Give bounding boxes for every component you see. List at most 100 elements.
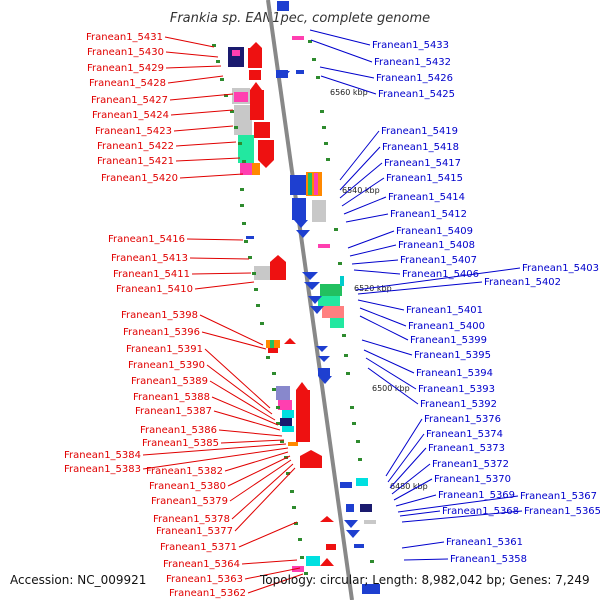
right-gene-label: Franean1_5401 [406, 305, 483, 316]
left-leader-lines [142, 36, 304, 594]
right-leader-line [359, 315, 409, 341]
left-gene-label: Franean1_5379 [151, 496, 228, 507]
right-leader-line [309, 29, 371, 46]
left-gene-label: Franean1_5363 [166, 574, 243, 585]
right-gene-label: Franean1_5368 [442, 506, 519, 517]
right-gene-label: Franean1_5407 [400, 255, 477, 266]
right-leader-line [357, 281, 483, 295]
left-gene-label: Franean1_5364 [163, 559, 240, 570]
right-leader-line [387, 433, 425, 483]
right-gene-label: Franean1_5361 [446, 537, 523, 548]
right-gene-label: Franean1_5412 [390, 209, 467, 220]
left-leader-line [220, 439, 285, 444]
left-gene-label: Franean1_5382 [146, 466, 223, 477]
right-leader-line [385, 418, 423, 477]
left-gene-label: Franean1_5410 [116, 284, 193, 295]
left-gene-label: Franean1_5416 [108, 234, 185, 245]
right-gene-label: Franean1_5374 [426, 429, 503, 440]
right-gene-label: Franean1_5408 [398, 240, 475, 251]
left-gene-label: Franean1_5378 [153, 514, 230, 525]
left-leader-line [175, 157, 241, 162]
left-leader-line [142, 443, 287, 456]
right-leader-line [399, 510, 441, 517]
right-gene-label: Franean1_5415 [386, 173, 463, 184]
left-leader-line [164, 36, 215, 48]
right-leader-line [341, 177, 385, 207]
right-gene-label: Franean1_5372 [432, 459, 509, 470]
scale-mark-label: 6520 kbp [354, 284, 392, 293]
right-gene-label: Franean1_5369 [438, 490, 515, 501]
right-gene-label: Franean1_5400 [408, 321, 485, 332]
left-leader-line [224, 451, 289, 472]
topology-text: Topology: circular; Length: 8,982,042 bp… [260, 573, 590, 587]
left-leader-line [213, 410, 281, 431]
left-gene-label: Franean1_5427 [91, 95, 168, 106]
left-leader-line [142, 447, 289, 470]
left-gene-label: Franean1_5424 [92, 110, 169, 121]
left-leader-line [167, 75, 224, 84]
scale-mark-bg [340, 185, 384, 195]
left-leader-line [191, 272, 252, 275]
left-gene-label: Franean1_5420 [101, 173, 178, 184]
right-leader-line [347, 230, 395, 249]
scale-mark-bg [388, 481, 432, 491]
left-gene-label: Franean1_5423 [95, 126, 172, 137]
left-leader-line [186, 238, 244, 241]
left-gene-label: Franean1_5396 [123, 327, 200, 338]
right-gene-label: Franean1_5394 [416, 368, 493, 379]
left-gene-label: Franean1_5380 [149, 481, 226, 492]
left-gene-label: Franean1_5362 [169, 588, 246, 599]
right-gene-label: Franean1_5393 [418, 384, 495, 395]
left-leader-line [199, 314, 264, 346]
right-gene-labels: Franean1_5433Franean1_5432Franean1_5426F… [372, 40, 600, 565]
right-leader-line [401, 541, 445, 549]
right-gene-label: Franean1_5402 [484, 277, 561, 288]
right-gene-label: Franean1_5403 [522, 263, 599, 274]
scale-mark-bg [370, 383, 414, 393]
left-leader-line [206, 364, 273, 415]
right-leader-line [339, 162, 383, 199]
left-gene-label: Franean1_5384 [64, 450, 141, 461]
right-leader-line [401, 510, 523, 523]
right-leader-line [357, 299, 405, 311]
left-gene-label: Franean1_5431 [86, 32, 163, 43]
right-leader-line [395, 494, 437, 507]
right-leader-line [361, 339, 413, 356]
left-gene-label: Franean1_5377 [156, 526, 233, 537]
right-leader-line [351, 259, 399, 265]
right-leader-line [310, 39, 373, 63]
left-leader-line [244, 567, 301, 580]
right-gene-label: Franean1_5418 [382, 142, 459, 153]
left-leader-line [218, 429, 283, 437]
right-leader-line [359, 307, 407, 327]
left-leader-line [173, 125, 234, 132]
right-gene-label: Franean1_5419 [381, 126, 458, 137]
right-gene-label: Franean1_5367 [520, 491, 597, 502]
right-leader-line [363, 349, 415, 374]
left-gene-label: Franean1_5398 [121, 310, 198, 321]
right-gene-label: Franean1_5409 [396, 226, 473, 237]
left-gene-label: Franean1_5429 [87, 63, 164, 74]
map-title: Frankia sp. EAN1pec, complete genome [170, 11, 430, 26]
left-leader-line [165, 51, 219, 58]
left-leader-line [201, 331, 267, 350]
right-gene-label: Franean1_5417 [384, 158, 461, 169]
right-gene-label: Franean1_5370 [434, 474, 511, 485]
right-leader-line [320, 75, 377, 95]
left-leader-line [170, 109, 234, 116]
left-leader-line [211, 396, 279, 426]
left-gene-label: Franean1_5388 [133, 392, 210, 403]
right-leader-line [349, 244, 397, 257]
left-leader-line [231, 463, 294, 520]
left-leader-line [209, 380, 276, 421]
left-leader-line [238, 521, 298, 548]
right-leader-line [365, 357, 417, 390]
scale-mark-label: 6560 kbp [330, 88, 368, 97]
right-leader-line [393, 478, 433, 501]
left-gene-label: Franean1_5389 [131, 376, 208, 387]
right-leader-line [389, 447, 427, 489]
right-gene-label: Franean1_5399 [410, 335, 487, 346]
right-leader-line [339, 146, 381, 191]
right-gene-label: Franean1_5376 [424, 414, 501, 425]
